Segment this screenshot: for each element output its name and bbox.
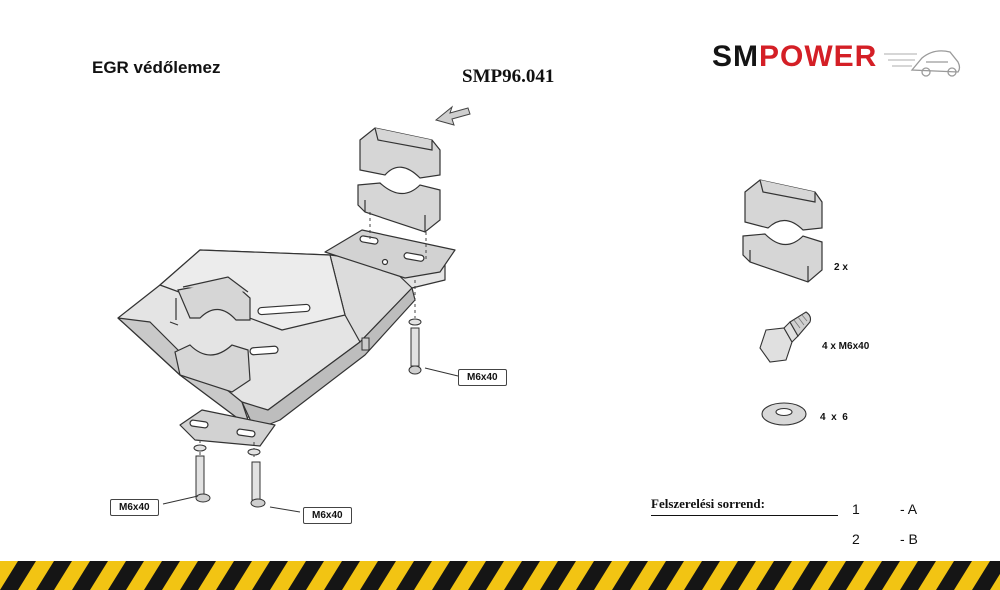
- assembly-step-2-part: - B: [900, 531, 918, 547]
- parts-qty-washer: 4 x 6: [820, 412, 848, 423]
- product-code: SMP96.041: [462, 66, 555, 87]
- direction-arrow-icon: [434, 105, 471, 126]
- page-title: EGR védőlemez: [92, 58, 221, 77]
- assembly-order-label: Felszerelési sorrend:: [651, 496, 765, 511]
- parts-qty-clamp: 2 x: [834, 262, 848, 273]
- shield-plate: [117, 229, 456, 447]
- mounted-clamp: [169, 276, 251, 393]
- parts-qty-bolt: 4 x M6x40: [822, 341, 870, 352]
- bolt-left-a: [193, 444, 211, 503]
- callout-bolt-left-a: M6x40: [110, 499, 159, 516]
- clamp-icon: [742, 179, 823, 283]
- washer-icon: [761, 402, 807, 426]
- logo-text-dark: SM: [712, 40, 759, 73]
- hazard-stripe-footer: [0, 561, 1000, 590]
- bolt-right: [408, 318, 422, 375]
- assembly-step-1-number: 1: [852, 501, 860, 517]
- bolt-icon: [759, 311, 812, 363]
- assembly-step-2-number: 2: [852, 531, 860, 547]
- assembly-order-rule: [651, 515, 838, 516]
- logo-car-icon: [884, 50, 961, 77]
- brand-logo: SMPOWER: [712, 40, 962, 80]
- bolt-left-b: [247, 448, 266, 508]
- logo-text-red: POWER: [759, 40, 878, 73]
- assembly-step-1-part: - A: [900, 501, 918, 517]
- callout-bolt-right: M6x40: [458, 369, 507, 386]
- callout-bolt-left-b: M6x40: [303, 507, 352, 524]
- plate-stud: [361, 337, 370, 351]
- clamp-exploded: [357, 127, 441, 233]
